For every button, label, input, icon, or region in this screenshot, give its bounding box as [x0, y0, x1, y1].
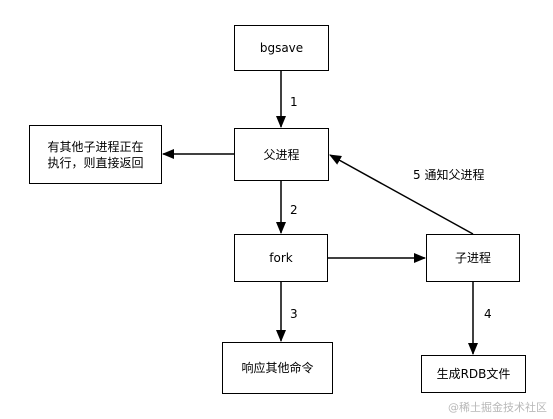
- generate-rdb-file-node: 生成RDB文件: [421, 355, 526, 393]
- other-child-running-node: 有其他子进程正在 执行，则直接返回: [29, 125, 162, 184]
- bgsave-label: bgsave: [259, 41, 304, 55]
- edge-label-step-3: 3: [290, 307, 298, 321]
- child-process-node: 子进程: [426, 234, 520, 282]
- edge-label-step-4: 4: [484, 307, 492, 321]
- watermark: @稀土掘金技术社区: [448, 401, 547, 414]
- edge-label-step-1: 1: [290, 95, 298, 109]
- other-child-running-label-line2: 执行，则直接返回: [47, 155, 144, 170]
- child-process-label: 子进程: [454, 251, 491, 265]
- respond-other-commands-label: 响应其他命令: [241, 361, 314, 375]
- parent-process-node: 父进程: [234, 128, 329, 181]
- other-child-running-label-line1: 有其他子进程正在: [47, 139, 144, 154]
- edge-child-to-parent: [329, 154, 474, 235]
- generate-rdb-file-label: 生成RDB文件: [436, 367, 511, 381]
- bgsave-node: bgsave: [234, 25, 329, 71]
- fork-label: fork: [269, 251, 293, 265]
- parent-process-label: 父进程: [263, 147, 300, 162]
- edge-label-step-5: 5 通知父进程: [413, 168, 485, 182]
- fork-node: fork: [234, 234, 328, 282]
- edge-label-step-2: 2: [290, 203, 298, 217]
- respond-other-commands-node: 响应其他命令: [222, 342, 333, 394]
